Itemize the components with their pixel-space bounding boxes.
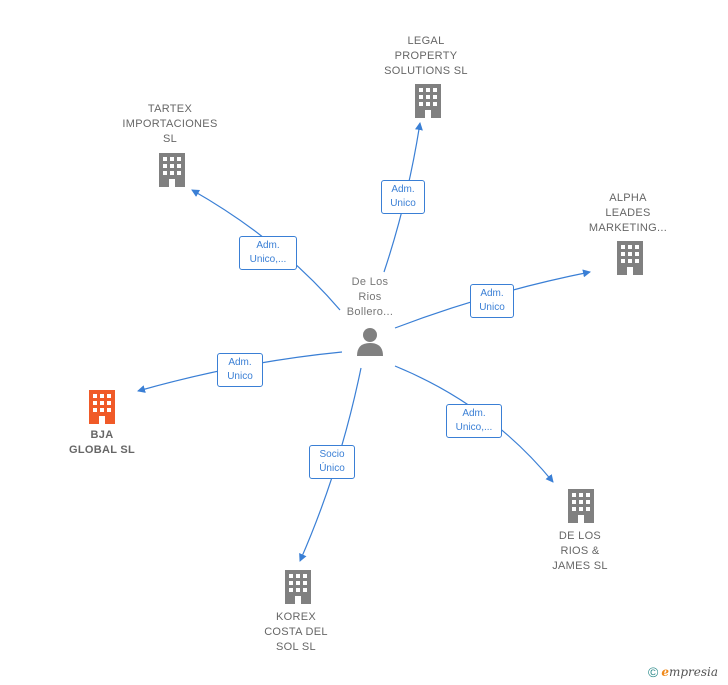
company-label-legal: LEGAL PROPERTY SOLUTIONS SL bbox=[384, 35, 468, 77]
building-icon bbox=[568, 489, 594, 523]
edge-label-tartex[interactable]: Adm. Unico,... bbox=[239, 236, 297, 270]
edge-label-legal[interactable]: Adm. Unico bbox=[381, 180, 425, 214]
building-icon bbox=[159, 153, 185, 187]
company-node-rios[interactable]: DE LOS RIOS & JAMES SL bbox=[530, 529, 630, 574]
company-label-alpha: ALPHA LEADES MARKETING... bbox=[588, 192, 668, 234]
building-icon bbox=[89, 390, 115, 424]
person-icon bbox=[357, 328, 383, 356]
company-node-alpha[interactable]: ALPHA LEADES MARKETING... bbox=[578, 191, 678, 236]
copyright-icon: © bbox=[648, 664, 659, 680]
company-node-bja[interactable]: BJA GLOBAL SL bbox=[52, 428, 152, 458]
company-label-rios: DE LOS RIOS & JAMES SL bbox=[552, 530, 608, 572]
building-icon bbox=[617, 241, 643, 275]
company-label-korex: KOREX COSTA DEL SOL SL bbox=[264, 611, 328, 653]
center-person-label: De Los Rios Bollero... bbox=[346, 276, 394, 318]
company-node-legal[interactable]: LEGAL PROPERTY SOLUTIONS SL bbox=[370, 34, 482, 79]
building-icon bbox=[415, 84, 441, 118]
footer-brand: © empresia bbox=[648, 664, 718, 680]
company-node-korex[interactable]: KOREX COSTA DEL SOL SL bbox=[246, 610, 346, 655]
company-label-tartex: TARTEX IMPORTACIONES SL bbox=[122, 103, 218, 145]
company-node-tartex[interactable]: TARTEX IMPORTACIONES SL bbox=[110, 102, 230, 147]
company-label-bja: BJA GLOBAL SL bbox=[68, 429, 136, 456]
edge-label-rios[interactable]: Adm. Unico,... bbox=[446, 404, 502, 438]
edge-label-bja[interactable]: Adm. Unico bbox=[217, 353, 263, 387]
center-person-node[interactable]: De Los Rios Bollero... bbox=[330, 275, 410, 356]
edge-label-korex[interactable]: Socio Único bbox=[309, 445, 355, 479]
building-icon bbox=[285, 570, 311, 604]
brand-logo: empresia bbox=[661, 665, 719, 679]
edge-label-alpha[interactable]: Adm. Unico bbox=[470, 284, 514, 318]
